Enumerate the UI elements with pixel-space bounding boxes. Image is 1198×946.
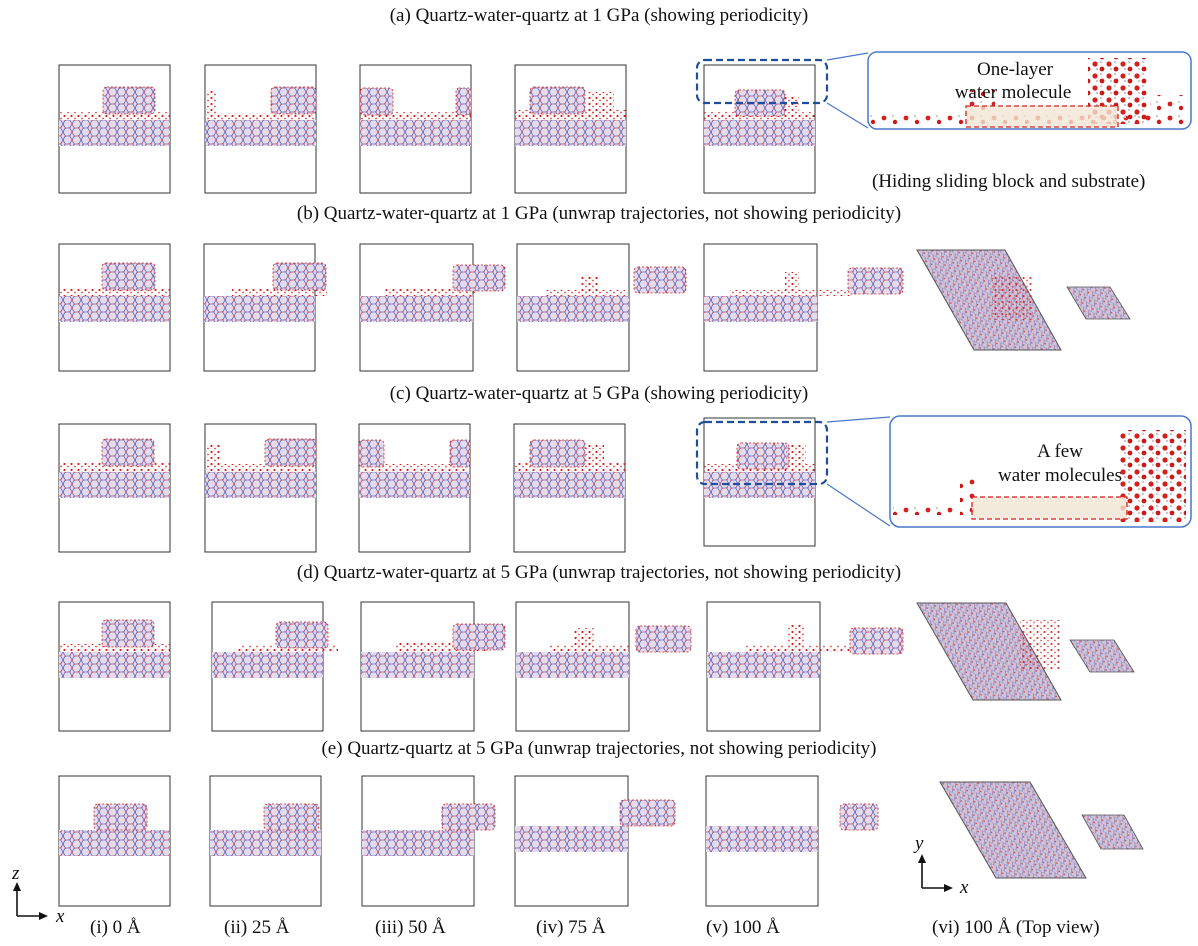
x-axis-label-topview: x [960,877,969,898]
row-d-title: (d) Quartz-water-quartz at 5 GPa (unwrap… [296,562,902,583]
column-label-ii: (ii) 25 Å [224,917,290,938]
column-label-iii: (iii) 50 Å [375,917,446,938]
row-a-title: (a) Quartz-water-quartz at 1 GPa (showin… [389,5,809,26]
xy-axis-icon [918,854,953,892]
column-label-i: (i) 0 Å [90,917,141,938]
column-label-iv: (iv) 75 Å [536,917,606,938]
column-label-v: (v) 100 Å [706,917,780,938]
xz-axis-icon [13,882,48,920]
row-c-title: (c) Quartz-water-quartz at 5 GPa (showin… [389,383,809,404]
inset-a-label-line2: water molecule [954,82,1072,103]
x-axis-label: x [56,906,65,927]
inset-c-label-line1: A few [1037,441,1083,462]
row-e-snapshots [58,775,1144,907]
inset-a-label-line1: One-layer [977,59,1053,80]
inset-a-note: (Hiding sliding block and substrate) [872,171,1146,192]
row-c-snapshots [58,415,1192,553]
inset-c-label-line2: water molecules [998,465,1122,486]
row-b-title: (b) Quartz-water-quartz at 1 GPa (unwrap… [296,203,902,224]
row-d-snapshots [58,601,1135,732]
y-axis-label-topview: y [915,833,924,854]
row-b-snapshots [58,243,1131,372]
z-axis-label: z [12,863,20,884]
row-a-snapshots [58,51,1192,194]
row-e-title: (e) Quartz-quartz at 5 GPa (unwrap traje… [321,738,877,759]
column-label-vi: (vi) 100 Å (Top view) [932,917,1100,938]
